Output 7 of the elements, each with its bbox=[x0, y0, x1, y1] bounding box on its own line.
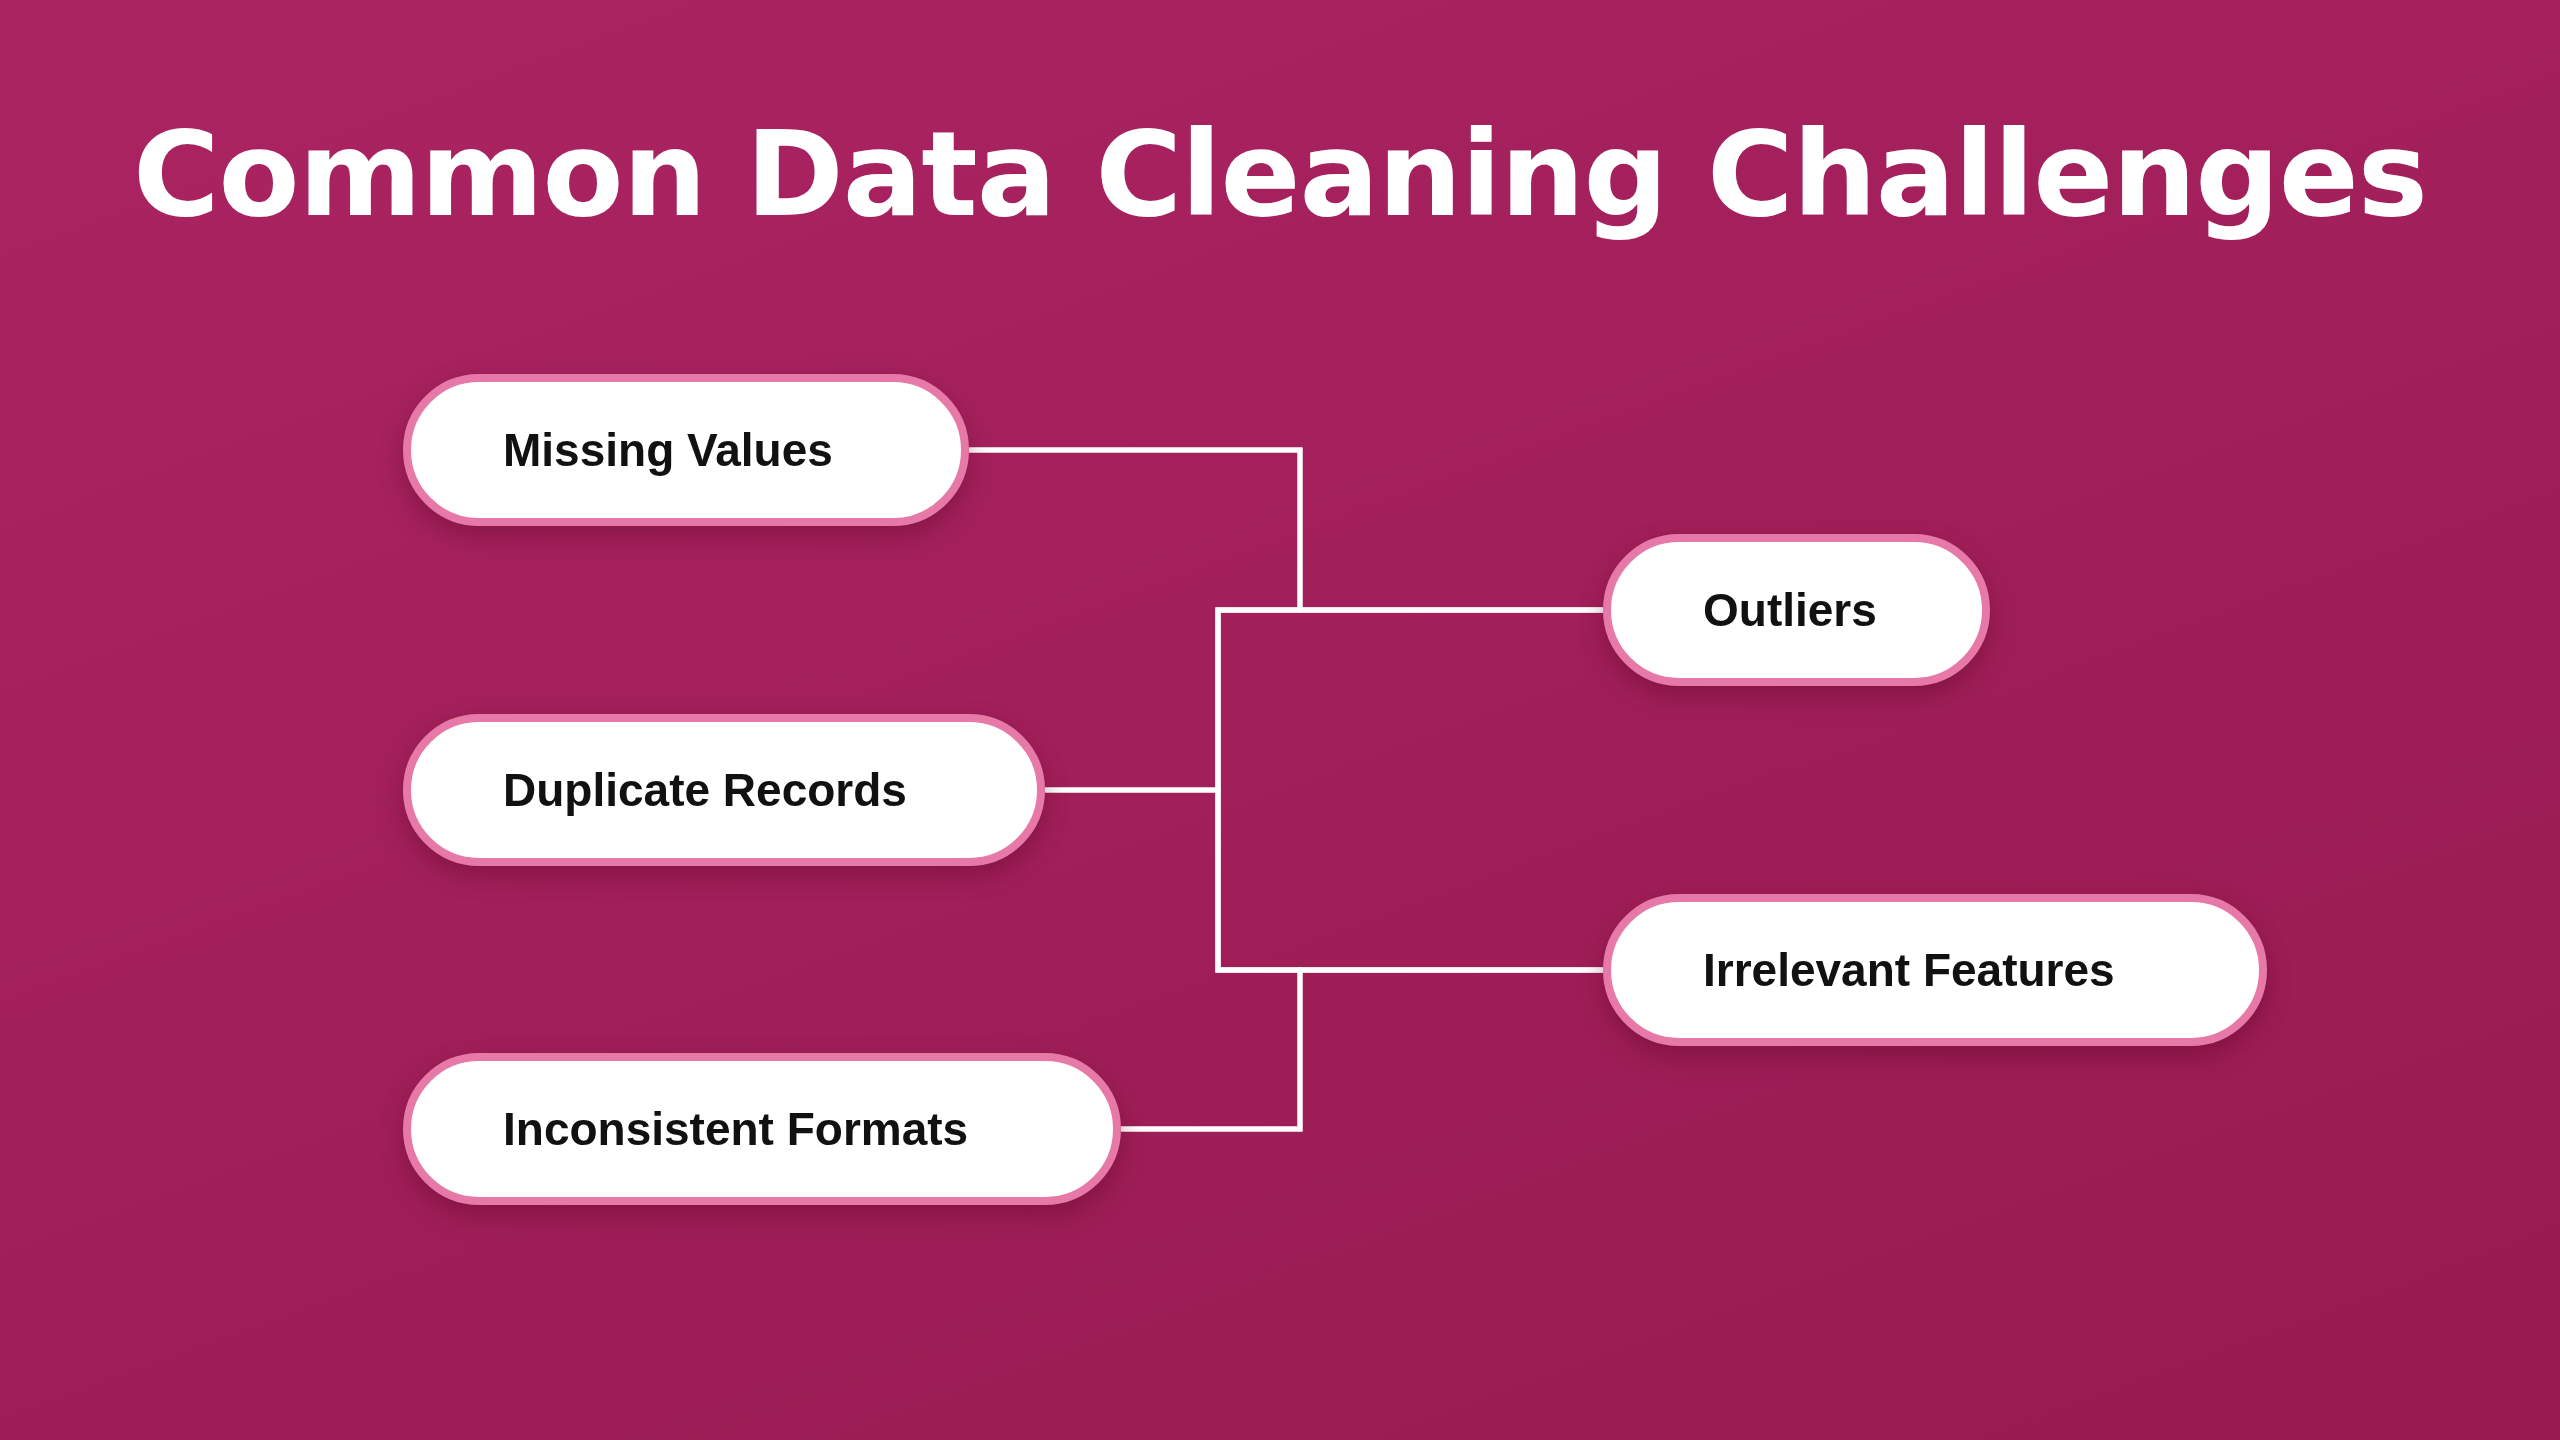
node-label: Duplicate Records bbox=[503, 763, 907, 817]
title: Common Data Cleaning Challenges bbox=[133, 110, 2427, 240]
node-label: Inconsistent Formats bbox=[503, 1102, 969, 1156]
node-label: Irrelevant Features bbox=[1703, 943, 2115, 997]
node-label: Missing Values bbox=[503, 423, 833, 477]
connector-line bbox=[1121, 967, 1603, 1132]
node-label: Outliers bbox=[1703, 583, 1877, 637]
